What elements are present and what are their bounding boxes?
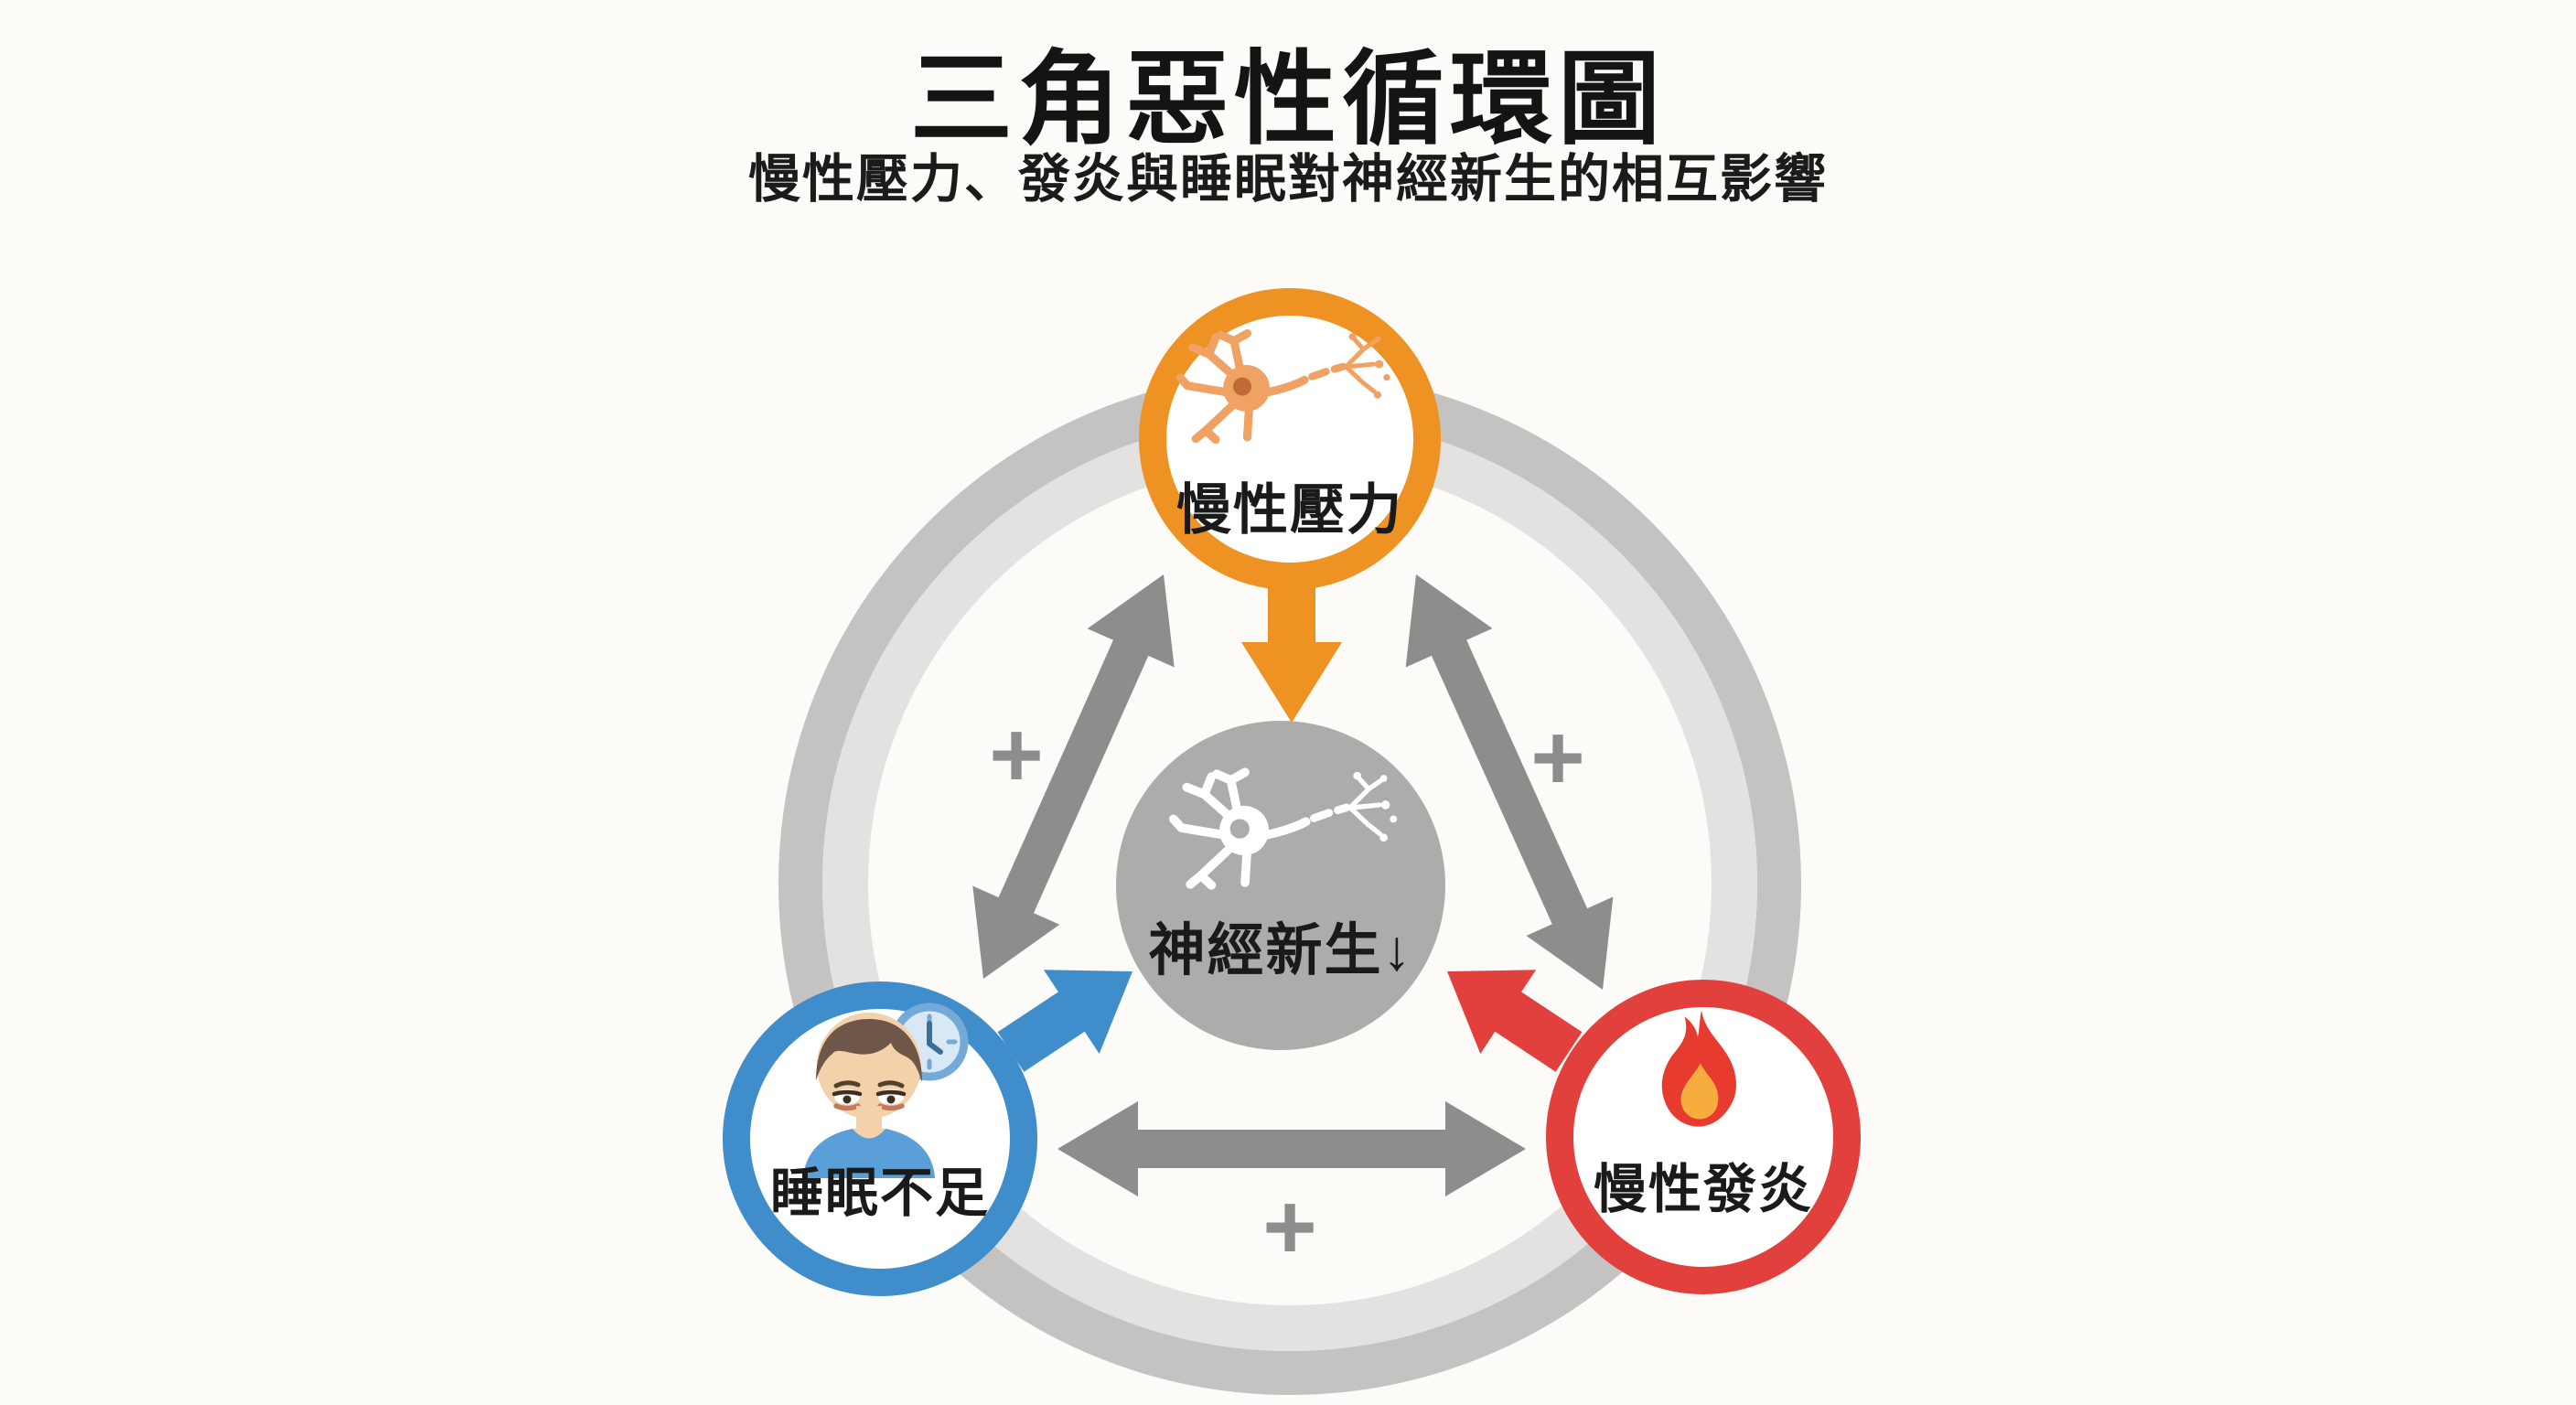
neuron-icon [1175,329,1417,445]
tired-face [803,1013,935,1178]
plus-sign-sleep-inflammation: + [1262,1174,1317,1279]
mutual-arrow-stress-inflammation [1405,574,1614,990]
neuron-icon [1169,766,1425,894]
node-neurogenesis-label: 神經新生↓ [1148,919,1413,982]
inflammation-to-center-arrow [1447,970,1583,1072]
node-sleep-deprivation: 睡眠不足 [723,981,1037,1296]
sleepy-person-icon [803,1003,969,1178]
stress-to-center-arrow [1241,582,1342,723]
plus-sign-stress-sleep: + [989,702,1044,807]
page-title: 三角惡性循環圖 [910,42,1666,156]
mutual-arrow-sleep-inflammation [1057,1101,1526,1196]
node-chronic-inflammation: 慢性發炎 [1546,980,1861,1294]
plus-sign-stress-inflammation: + [1530,705,1585,810]
node-chronic-inflammation-label: 慢性發炎 [1593,1160,1813,1219]
node-neurogenesis: 神經新生↓ [1116,721,1445,1050]
page-subtitle: 慢性壓力、發炎與睡眠對神經新生的相互影響 [748,150,1828,209]
mutual-arrow-stress-sleep [972,574,1175,979]
node-chronic-stress-label: 慢性壓力 [1176,479,1403,541]
node-sleep-deprivation-label: 睡眠不足 [769,1164,990,1223]
flame-icon [1661,1010,1736,1127]
sleep-to-center-arrow [997,970,1132,1072]
node-chronic-stress: 慢性壓力 [1139,288,1441,590]
